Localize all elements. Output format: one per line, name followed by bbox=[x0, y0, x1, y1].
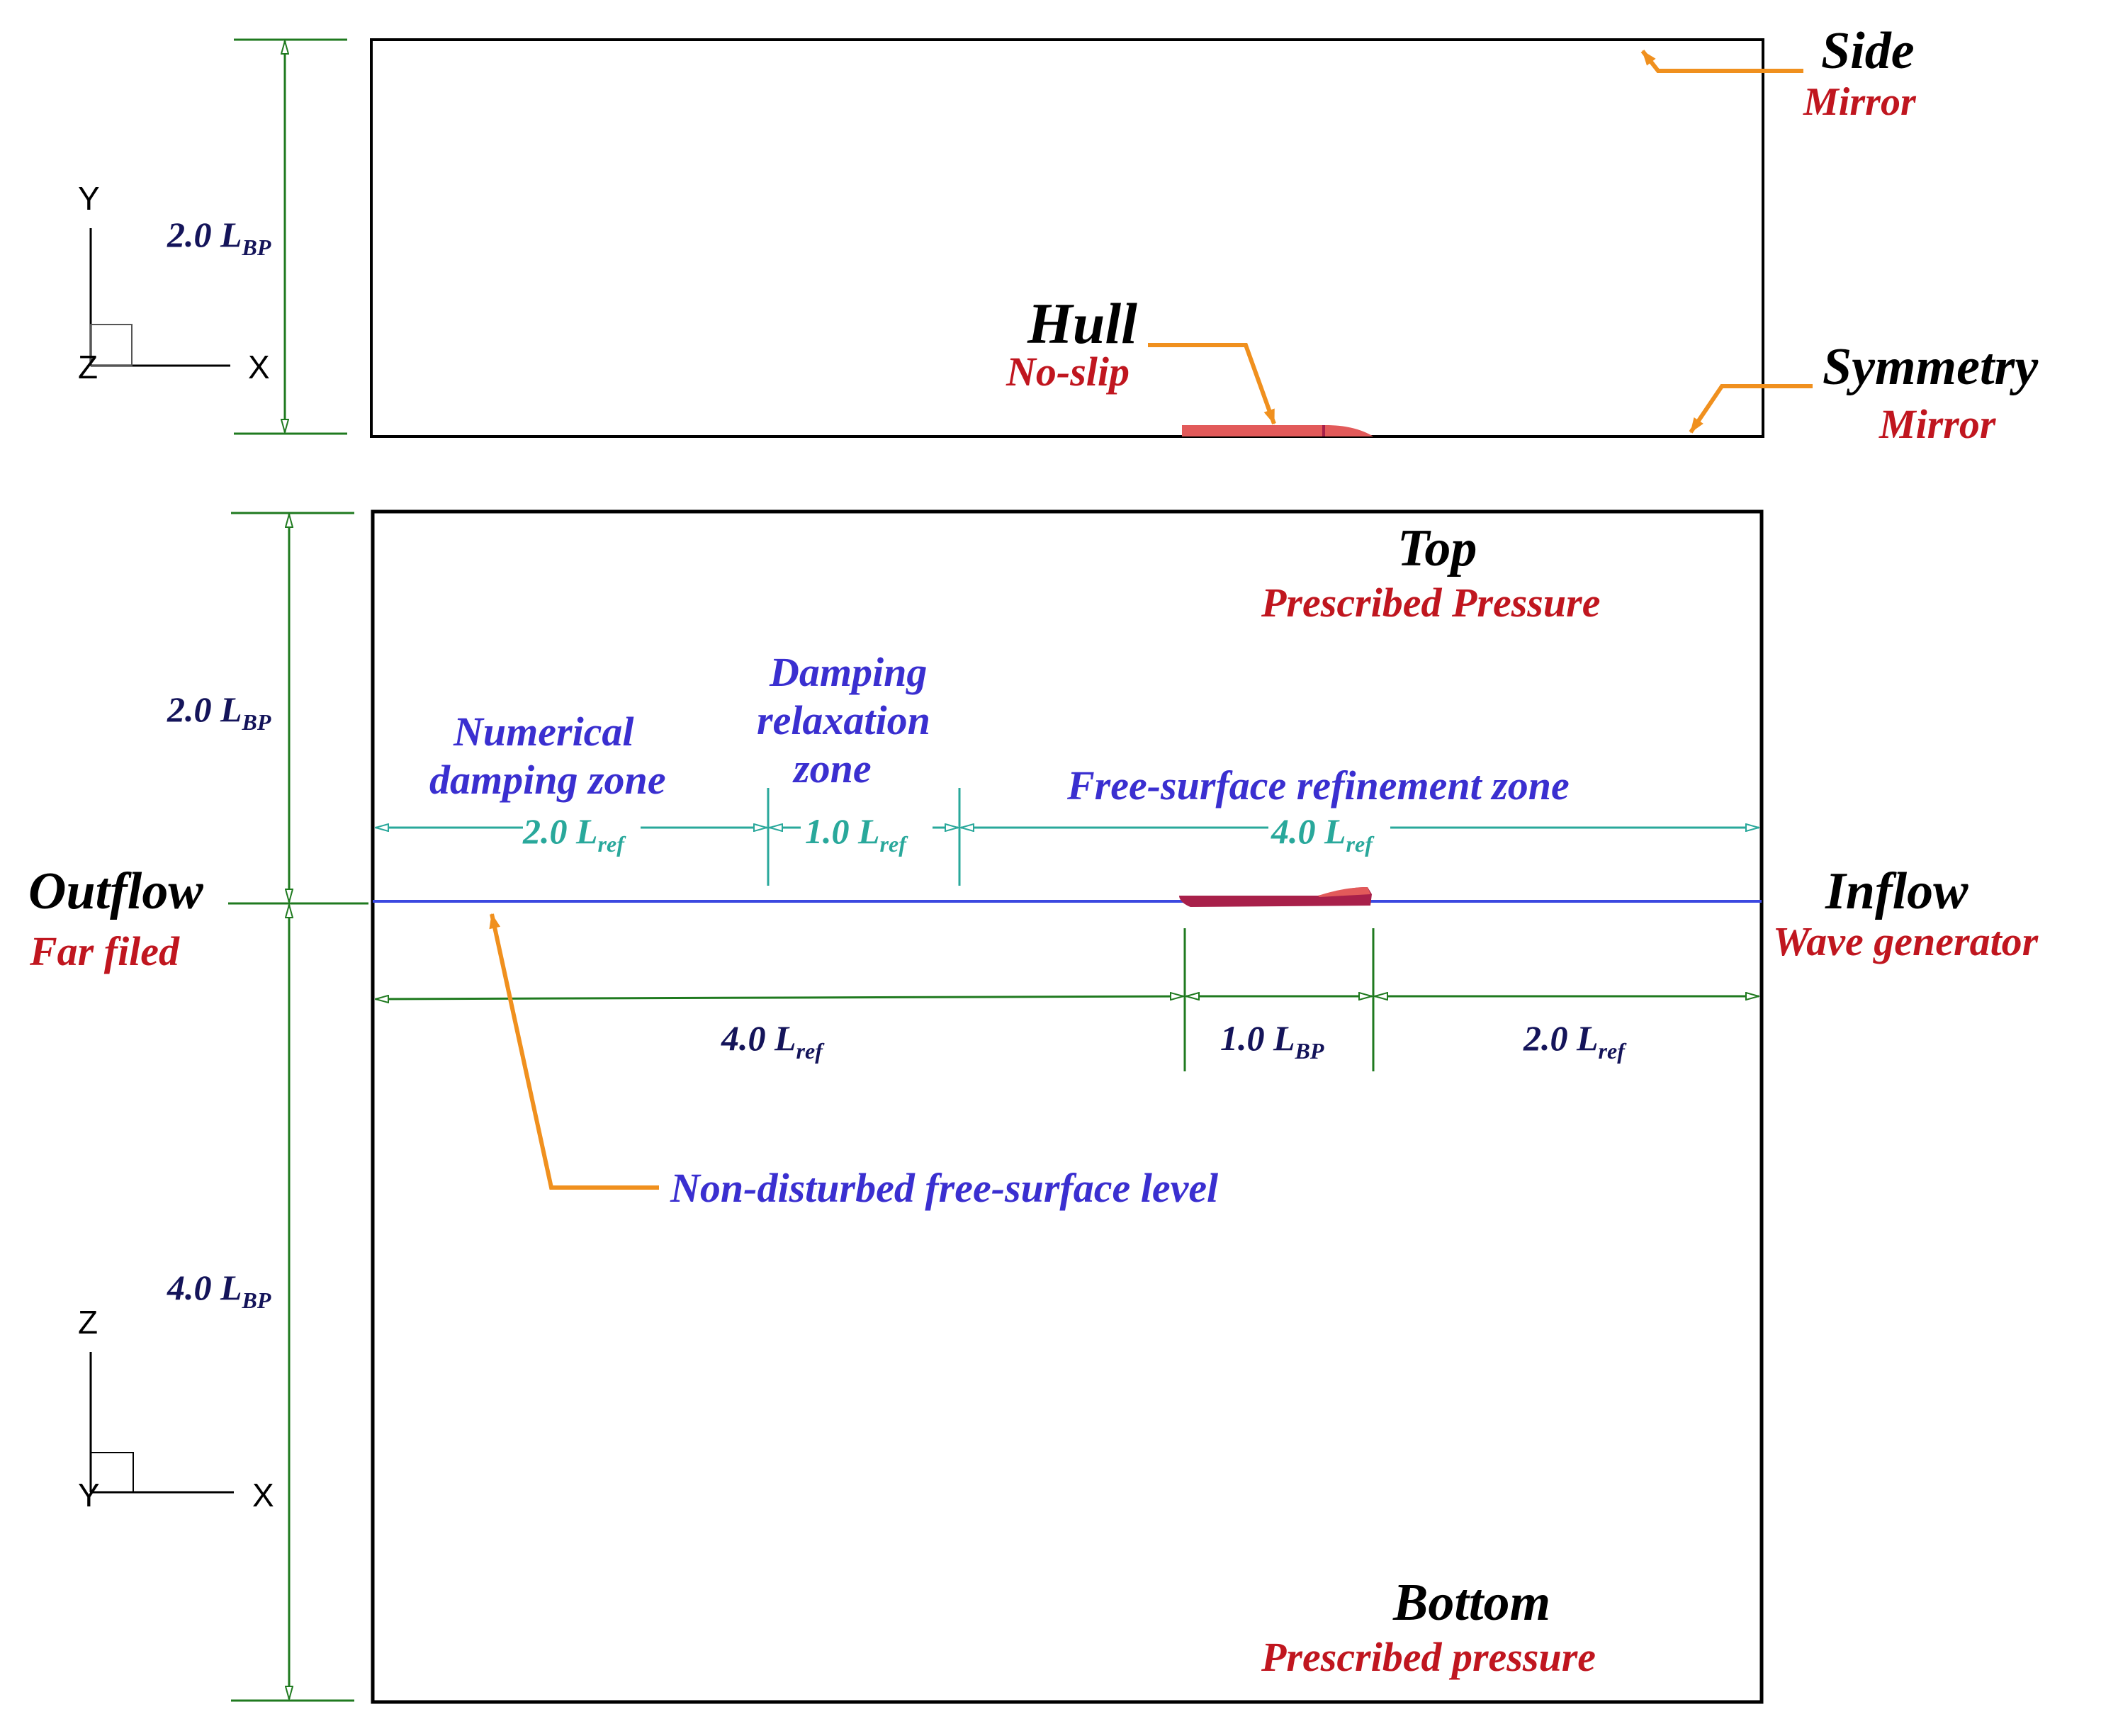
zone-dimension-lines bbox=[376, 788, 1759, 886]
inflow-boundary-condition: Wave generator bbox=[1773, 918, 2039, 964]
side-boundary-name: Side bbox=[1821, 22, 1915, 80]
top-view-height-label: 2.0 LBP bbox=[167, 215, 271, 260]
hull-name: Hull bbox=[1027, 291, 1137, 356]
top-view-height-dimension bbox=[234, 38, 347, 435]
side-view-axis-z-label: Z bbox=[78, 1304, 98, 1341]
symmetry-boundary-name: Symmetry bbox=[1823, 338, 2039, 396]
damping-relaxation-zone-label-line1: Damping bbox=[769, 649, 927, 695]
damping-relaxation-zone-label-line3: zone bbox=[792, 745, 872, 791]
side-view-domain-box bbox=[371, 509, 1764, 1704]
top-view-axis-z-label: Z bbox=[78, 349, 98, 385]
symmetry-leader-arrow bbox=[1689, 384, 1813, 434]
outflow-boundary-condition: Far filed bbox=[29, 928, 180, 974]
upstream-length-label: 2.0 Lref bbox=[1523, 1018, 1627, 1064]
bottom-boundary-name: Bottom bbox=[1392, 1574, 1550, 1632]
side-leader-arrow bbox=[1640, 50, 1803, 73]
numerical-damping-zone-label-line1: Numerical bbox=[453, 709, 634, 755]
downstream-length-label: 4.0 Lref bbox=[721, 1018, 825, 1064]
side-boundary-condition: Mirror bbox=[1803, 80, 1917, 124]
numerical-damping-length: 2.0 Lref bbox=[522, 811, 626, 857]
top-boundary-name: Top bbox=[1397, 519, 1477, 577]
bottom-boundary-condition: Prescribed pressure bbox=[1261, 1634, 1596, 1680]
top-boundary-condition: Prescribed Pressure bbox=[1261, 580, 1600, 626]
side-view-upper-height-label: 2.0 LBP bbox=[167, 689, 271, 735]
outflow-boundary-name: Outflow bbox=[28, 862, 203, 920]
side-view-height-dimension bbox=[228, 512, 368, 1702]
free-surface-leader-arrow bbox=[489, 913, 659, 1190]
inflow-boundary-name: Inflow bbox=[1825, 862, 1968, 920]
refinement-zone-label: Free-surface refinement zone bbox=[1066, 762, 1570, 808]
hull-leader-arrow bbox=[1148, 343, 1276, 425]
damping-relaxation-zone-label-line2: relaxation bbox=[757, 697, 930, 743]
symmetry-boundary-condition: Mirror bbox=[1878, 401, 1996, 447]
hull-profile-shape bbox=[1179, 887, 1372, 907]
side-view-axis-x-label: X bbox=[252, 1477, 274, 1514]
hull-plan-shape bbox=[1182, 425, 1373, 436]
hull-length-label: 1.0 LBP bbox=[1220, 1018, 1324, 1064]
top-view-axes-icon bbox=[89, 228, 230, 367]
top-view-axis-x-label: X bbox=[248, 349, 270, 385]
numerical-damping-zone-label-line2: damping zone bbox=[429, 757, 666, 803]
damping-relaxation-length: 1.0 Lref bbox=[805, 811, 908, 857]
side-view-axes-icon bbox=[89, 1352, 234, 1494]
free-surface-level-label: Non-disturbed free-surface level bbox=[670, 1165, 1219, 1211]
refinement-zone-length: 4.0 Lref bbox=[1271, 811, 1375, 857]
hull-condition: No-slip bbox=[1006, 349, 1130, 395]
side-view-lower-height-label: 4.0 LBP bbox=[167, 1268, 271, 1313]
top-view-axis-y-label: Y bbox=[78, 180, 100, 217]
top-view-domain-box bbox=[370, 38, 1764, 438]
side-view-axis-y-label: Y bbox=[78, 1477, 100, 1514]
